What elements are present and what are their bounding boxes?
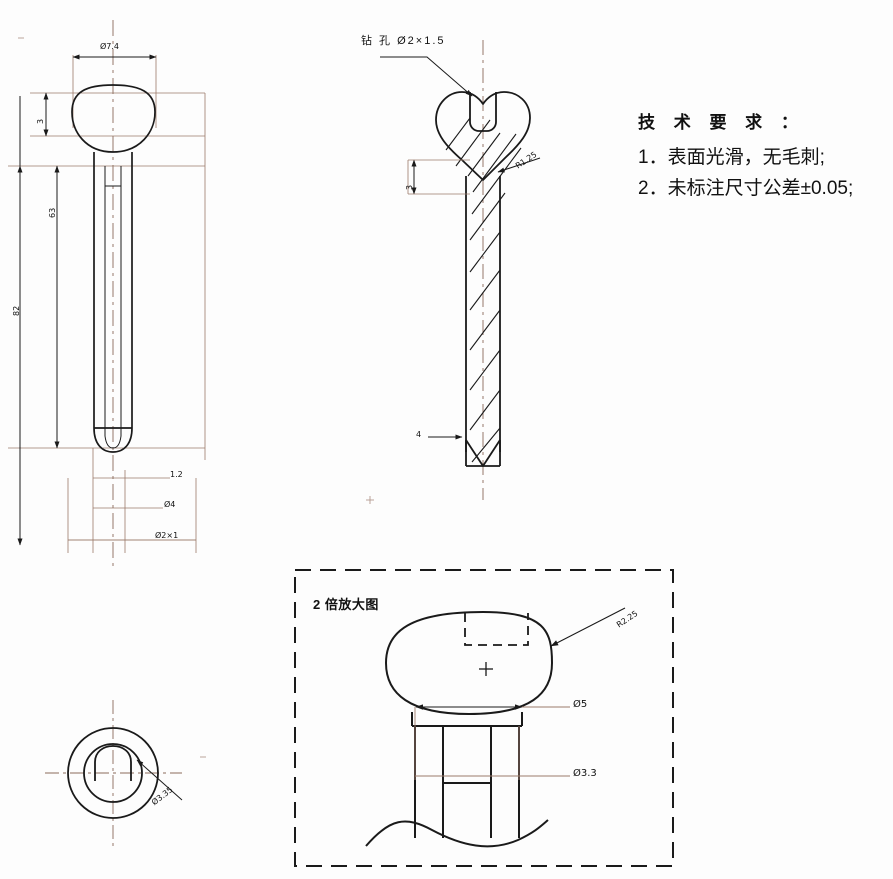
end-view-leader (136, 759, 183, 801)
end-view-centerlines (45, 700, 182, 848)
technical-requirements-block: 技 术 要 求 ： 1．表面光滑，无毛刺; 2．未标注尺寸公差±0.05; (638, 108, 890, 204)
scan-artifacts (18, 37, 374, 758)
detail-view-dimension-lines (415, 607, 626, 710)
detail-view-shank-width-label: Ø3.3 (573, 768, 597, 779)
detail-view-ball-width-label: Ø5 (573, 699, 588, 710)
front-view-outline (71, 84, 156, 453)
detail-view-hidden-slot (464, 613, 529, 646)
section-view-tip-label: 4 (416, 430, 422, 439)
front-view-bore-label: Ø2×1 (155, 531, 179, 540)
section-view-drill-callout: 钻 孔 Ø2×1.5 (361, 35, 446, 47)
section-view-leaders (380, 56, 541, 440)
detail-view-extension-lines (414, 706, 570, 780)
detail-view-outline (365, 611, 553, 848)
section-view-hatching (445, 117, 522, 463)
section-view-head-height-label: 3 (405, 184, 414, 190)
detail-view-boundary (294, 569, 674, 867)
end-view-circles (67, 727, 159, 819)
front-view-overall-length-label: 82 (12, 305, 21, 316)
front-view-shank-diameter-label: Ø4 (164, 500, 176, 509)
front-view-bore-hidden-lines (104, 166, 122, 449)
section-view-outline (435, 91, 531, 467)
front-view-head-diameter-label: Ø7.4 (100, 42, 120, 51)
section-view-extension-lines (407, 159, 470, 195)
front-view-chamfer-label: 1.2 (170, 470, 183, 479)
front-view-dimension-lines (17, 54, 196, 546)
detail-view-center-mark (479, 662, 493, 676)
technical-requirement-item-2: 2．未标注尺寸公差±0.05; (638, 178, 854, 199)
technical-requirement-item-1: 1．表面光滑，无毛刺; (638, 147, 825, 168)
detail-view-title: 2 倍放大图 (313, 597, 379, 612)
front-view-shank-length-label: 63 (48, 207, 57, 218)
technical-requirements-title: 技 术 要 求 ： (638, 113, 805, 132)
front-view-head-height-label: 3 (36, 118, 45, 124)
